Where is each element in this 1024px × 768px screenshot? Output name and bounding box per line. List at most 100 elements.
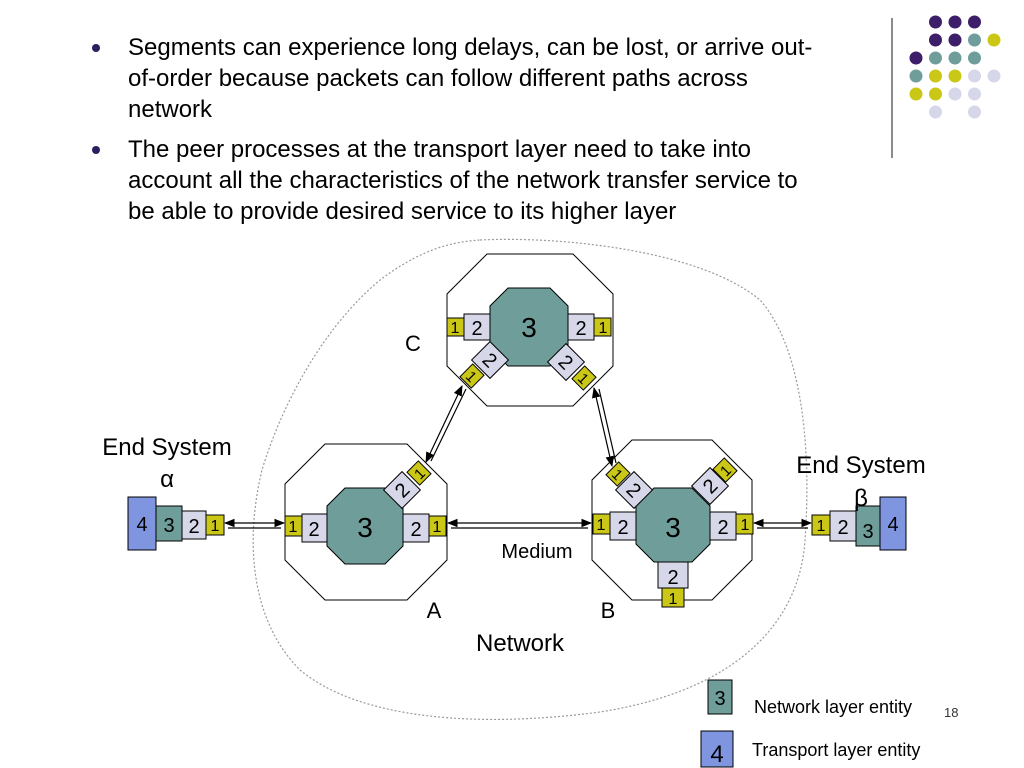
decorative-dot xyxy=(948,51,962,65)
decorative-dot xyxy=(948,33,962,47)
decorative-dot xyxy=(909,51,923,65)
node-b: 3 2 1 2 1 2 1 2 1 2 1 xyxy=(591,439,754,608)
beta-layer3-label: 3 xyxy=(862,521,873,543)
decorative-dot xyxy=(929,69,942,83)
node-a-right-layer2-label: 2 xyxy=(410,519,421,541)
beta-layer4-label: 4 xyxy=(887,514,898,536)
decorative-dot xyxy=(929,105,942,119)
decorative-dot xyxy=(968,105,981,119)
node-c-left-layer1-label: 1 xyxy=(451,320,460,337)
legend-transport-label: Transport layer entity xyxy=(752,740,920,760)
legend-network-swatch xyxy=(707,679,733,715)
alpha-layer1-label: 1 xyxy=(211,518,220,535)
node-b-label: B xyxy=(601,598,616,623)
decorative-dot xyxy=(929,33,942,47)
node-b-bottom-layer2 xyxy=(657,561,689,589)
decorative-dot xyxy=(968,51,981,65)
node-c-right-layer1 xyxy=(593,317,612,337)
link-c-b xyxy=(591,386,615,468)
bullet-text: The peer processes at the transport laye… xyxy=(128,136,798,225)
node-c-lower-right-layer1 xyxy=(571,365,597,391)
node-a-right-layer1-label: 1 xyxy=(433,519,442,536)
legend-transport-swatch xyxy=(700,730,734,768)
node-b-layer3-label: 3 xyxy=(665,512,681,543)
node-b-upper-right-layer2 xyxy=(690,466,730,506)
decorative-dot xyxy=(929,15,942,29)
decorative-dot xyxy=(968,15,981,29)
link-a-c xyxy=(425,385,463,463)
node-b-left-layer1 xyxy=(592,513,611,535)
decorative-dot xyxy=(929,87,942,101)
node-c-left-layer1 xyxy=(446,317,465,337)
node-a-left-layer1-label: 1 xyxy=(289,519,298,536)
beta-layer1-label: 1 xyxy=(817,518,826,535)
node-c-label: C xyxy=(405,331,421,356)
node-b-upper-left-layer1 xyxy=(605,461,631,487)
decorative-dot xyxy=(948,15,962,29)
node-b-left-layer1-label: 1 xyxy=(597,517,606,534)
beta-layer3 xyxy=(855,505,881,547)
decorative-dot-grid xyxy=(909,15,1001,119)
node-a-right-layer2 xyxy=(402,513,430,543)
node-b-left-layer2-label: 2 xyxy=(617,517,628,539)
legend-network-label: Network layer entity xyxy=(754,697,912,717)
node-c-lower-left-layer1 xyxy=(459,363,485,389)
bullet-list: Segments can experience long delays, can… xyxy=(90,32,830,236)
node-b-bottom-layer1 xyxy=(661,587,685,608)
node-a-layer3-label: 3 xyxy=(357,512,373,543)
alpha-layer3-label: 3 xyxy=(163,515,174,537)
node-b-right-layer2-label: 2 xyxy=(717,517,728,539)
node-b-bottom-layer2-label: 2 xyxy=(667,567,678,589)
legend: 3 Network layer entity 4 Transport layer… xyxy=(700,679,920,768)
alpha-layer4 xyxy=(127,496,157,551)
bullet-text: Segments can experience long delays, can… xyxy=(128,34,813,123)
node-b-bottom-layer1-label: 1 xyxy=(669,591,678,608)
decorative-dot xyxy=(987,69,1001,83)
beta-layer2-label: 2 xyxy=(837,517,848,539)
node-c-right-layer1-label: 1 xyxy=(599,320,608,337)
decorative-dot xyxy=(948,69,962,83)
node-b-left-layer2 xyxy=(609,511,637,541)
node-c-layer3-label: 3 xyxy=(521,312,537,343)
node-a-right-layer1 xyxy=(428,515,447,537)
decorative-dot xyxy=(948,87,962,101)
end-system-alpha-label: End System xyxy=(102,434,231,461)
network-cloud xyxy=(252,238,808,720)
alpha-layer2 xyxy=(181,510,207,540)
beta-layer4 xyxy=(879,496,907,551)
node-a: 3 2 1 2 1 2 1 xyxy=(284,443,448,601)
decorative-dot xyxy=(909,69,923,83)
node-a-upper-layer1 xyxy=(406,460,432,486)
decorative-dot xyxy=(968,33,981,47)
node-c-right-layer2-label: 2 xyxy=(575,318,586,340)
decorative-dot xyxy=(929,51,942,65)
node-a-upper-layer2 xyxy=(382,470,422,510)
bullet-item: The peer processes at the transport laye… xyxy=(90,134,830,227)
decorative-dot xyxy=(909,87,923,101)
node-c: 3 2 1 2 1 2 1 2 1 xyxy=(446,253,614,407)
node-a-left-layer2 xyxy=(301,513,328,543)
legend-transport-swatch-label: 4 xyxy=(710,741,723,768)
decorative-dot xyxy=(987,33,1001,47)
legend-network-swatch-label: 3 xyxy=(714,688,725,710)
medium-label: Medium xyxy=(501,541,572,563)
bullet-dot-icon xyxy=(92,44,100,52)
node-b-right-layer1-label: 1 xyxy=(741,517,750,534)
end-system-beta: 1 2 3 4 xyxy=(811,496,907,551)
alpha-layer2-label: 2 xyxy=(188,516,199,538)
alpha-layer3 xyxy=(155,505,183,542)
end-system-alpha: 4 3 2 1 xyxy=(127,496,225,551)
decorative-dot xyxy=(968,69,981,83)
node-a-label: A xyxy=(427,598,442,623)
node-b-upper-left-layer2 xyxy=(614,470,654,510)
bullet-item: Segments can experience long delays, can… xyxy=(90,32,830,125)
link-a-c-2 xyxy=(430,388,467,462)
end-system-beta-greek: β xyxy=(854,485,868,512)
bullet-dot-icon xyxy=(92,146,100,154)
node-b-upper-right-layer1 xyxy=(712,457,738,483)
network-label: Network xyxy=(476,630,565,657)
link-c-b-2 xyxy=(598,388,617,464)
links xyxy=(223,385,813,529)
end-system-beta-label: End System xyxy=(796,452,925,479)
node-a-left-layer2-label: 2 xyxy=(308,519,319,541)
